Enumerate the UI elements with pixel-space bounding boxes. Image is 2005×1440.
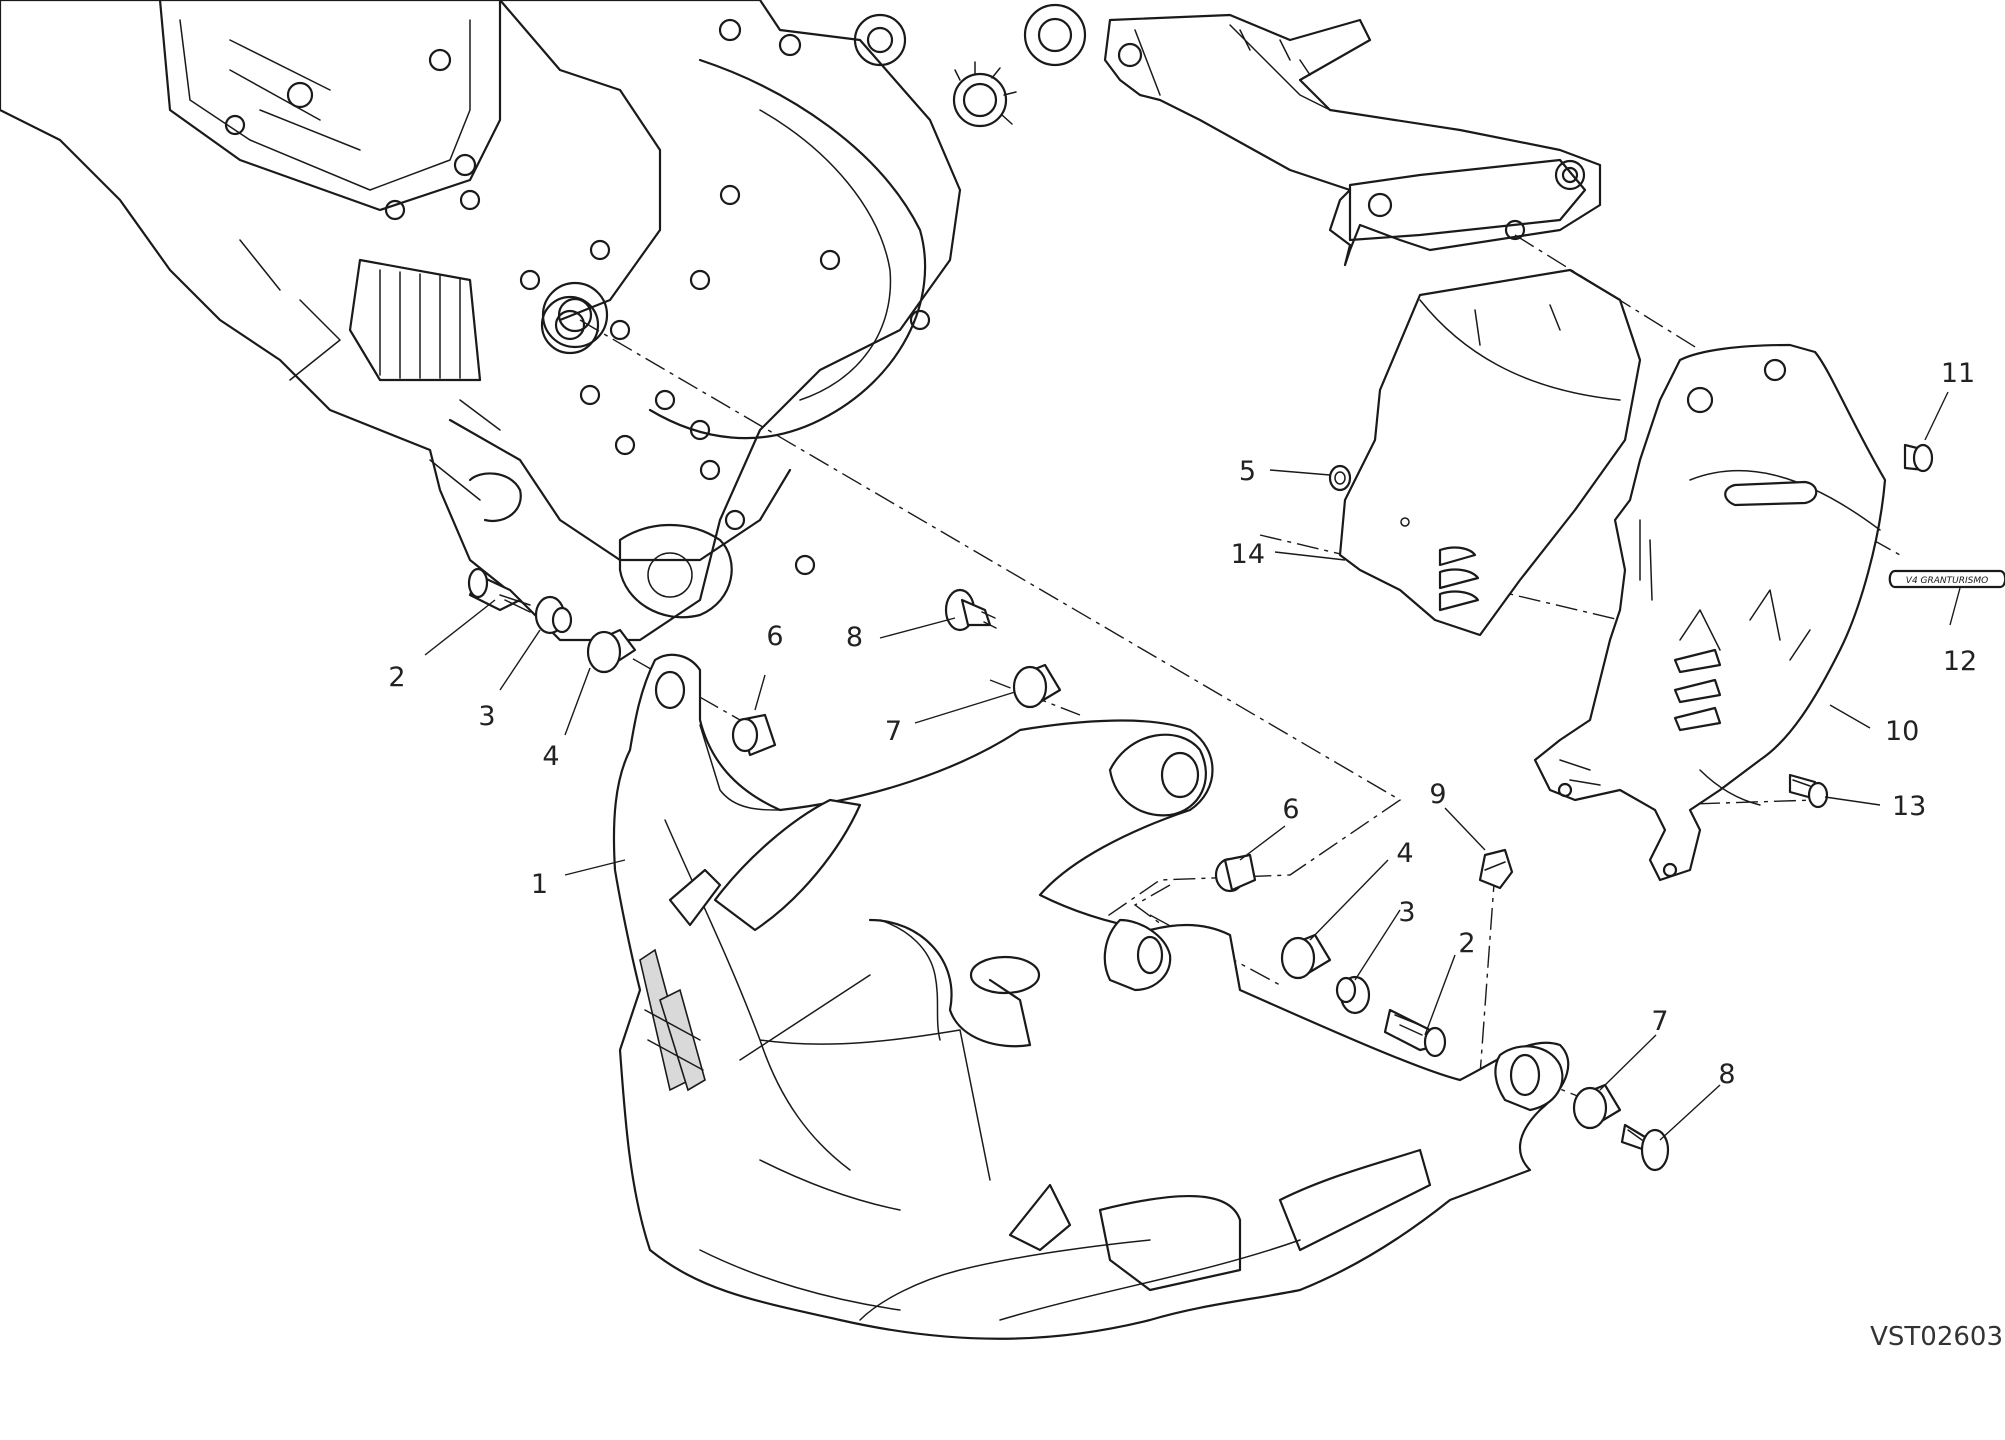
callout-4-right: 4 <box>1396 838 1413 869</box>
callout-13: 13 <box>1892 791 1926 822</box>
callout-2-right: 2 <box>1458 928 1475 959</box>
callout-3-left: 3 <box>478 701 495 732</box>
callout-4-left: 4 <box>542 741 559 772</box>
callout-1: 1 <box>531 869 548 900</box>
leader-lines <box>424 391 1961 1141</box>
callout-7-bottom: 7 <box>1651 1006 1668 1037</box>
callout-7-top: 7 <box>885 716 902 747</box>
badge-text: V4 GRANTURISMO <box>1906 576 1988 586</box>
callout-5: 5 <box>1239 456 1256 487</box>
heat-shield-inner <box>1338 268 1642 637</box>
callout-10: 10 <box>1885 716 1919 747</box>
skid-plate <box>612 653 1570 1340</box>
callout-6-left: 6 <box>766 621 783 652</box>
callout-14: 14 <box>1231 539 1265 570</box>
callout-8-bottom: 8 <box>1718 1059 1735 1090</box>
engine-block <box>0 0 1087 642</box>
callout-11: 11 <box>1941 358 1975 389</box>
callout-8-top: 8 <box>846 622 863 653</box>
callout-12: 12 <box>1943 646 1977 677</box>
hardware-right <box>1214 443 1934 1172</box>
heat-shield-outer: V4 GRANTURISMO <box>1533 343 2005 882</box>
callout-labels: 1 2 3 4 6 8 7 6 4 3 2 9 7 8 5 14 11 12 1… <box>388 358 1977 1090</box>
callout-6-right: 6 <box>1282 794 1299 825</box>
hardware-left <box>467 567 1062 757</box>
drawing-code: VST02603 <box>1870 1322 2003 1352</box>
callout-9: 9 <box>1429 779 1446 810</box>
callout-2-left: 2 <box>388 662 405 693</box>
callout-3-right: 3 <box>1398 897 1415 928</box>
frame-bracket <box>1103 13 1602 267</box>
